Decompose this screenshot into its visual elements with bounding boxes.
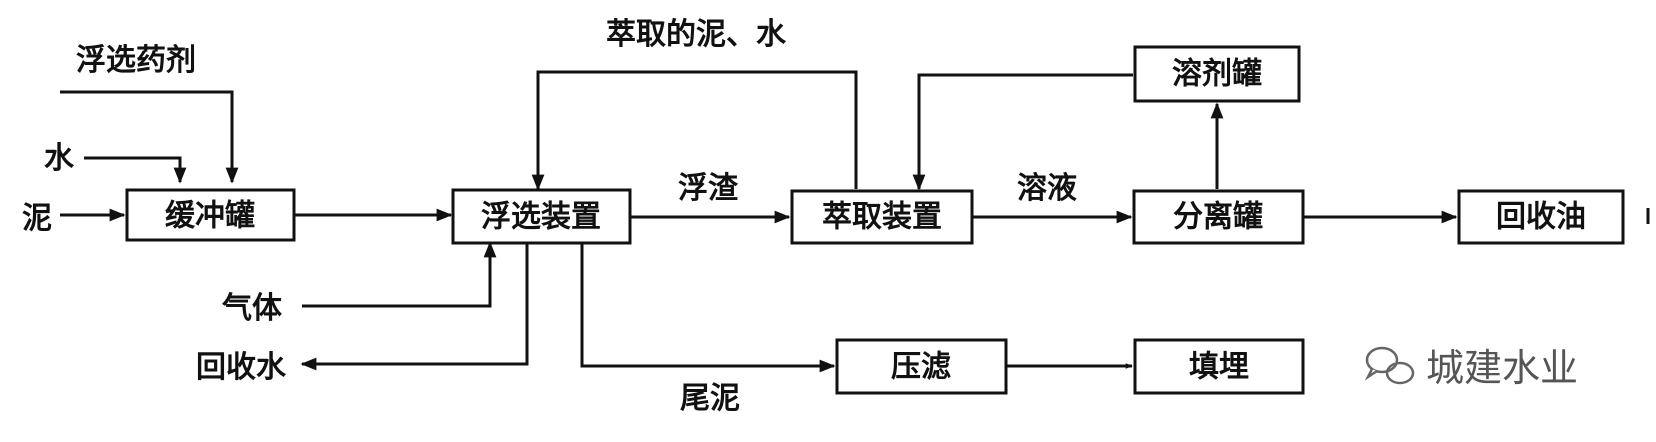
flotation-unit-label: 浮选装置 [481, 200, 601, 235]
landfill-label: 填埋 [1189, 350, 1249, 385]
solution-label: 溶液 [1017, 171, 1077, 206]
watermark: 城建水业 [1364, 346, 1578, 390]
recycled-water-flow [300, 243, 529, 371]
solvent-tank-label: 溶剂罐 [1172, 57, 1262, 92]
solvent-tank-box: 溶剂罐 [1133, 45, 1301, 103]
recycled-water-label: 回收水 [196, 350, 287, 385]
extraction-unit-box: 萃取装置 [790, 189, 974, 245]
gas-flow [302, 241, 497, 308]
separation-tank-box: 分离罐 [1132, 189, 1305, 245]
solvent-return-flow [912, 73, 1133, 191]
buffer-tank-box: 缓冲罐 [125, 188, 296, 242]
flotation-agent-flow [60, 90, 239, 184]
separation-tank-label: 分离罐 [1173, 200, 1263, 235]
extracted-return-flow [531, 70, 858, 191]
water-flow [84, 156, 187, 184]
water-label: 水 [44, 141, 75, 176]
filter-press-label: 压滤 [891, 350, 951, 385]
recovered-oil-box: 回收油 [1457, 189, 1625, 245]
connectors [60, 70, 1650, 373]
wechat-icon [1364, 346, 1415, 385]
flotation-unit-box: 浮选装置 [451, 188, 632, 245]
extraction-unit-label: 萃取装置 [822, 200, 942, 235]
scum-label: 浮渣 [678, 171, 739, 206]
gas-label: 气体 [222, 291, 283, 326]
watermark-text: 城建水业 [1426, 346, 1578, 390]
extracted-sludge-water-label: 萃取的泥、水 [606, 17, 787, 52]
landfill-box: 填埋 [1133, 338, 1305, 395]
sludge-label: 泥 [22, 201, 52, 236]
filter-press-box: 压滤 [835, 338, 1008, 395]
tailings-label: 尾泥 [680, 381, 740, 416]
tailings-flow [580, 243, 836, 373]
buffer-tank-label: 缓冲罐 [165, 199, 255, 234]
recovered-oil-label: 回收油 [1496, 200, 1586, 235]
flotation-agent-label: 浮选药剂 [76, 43, 196, 78]
